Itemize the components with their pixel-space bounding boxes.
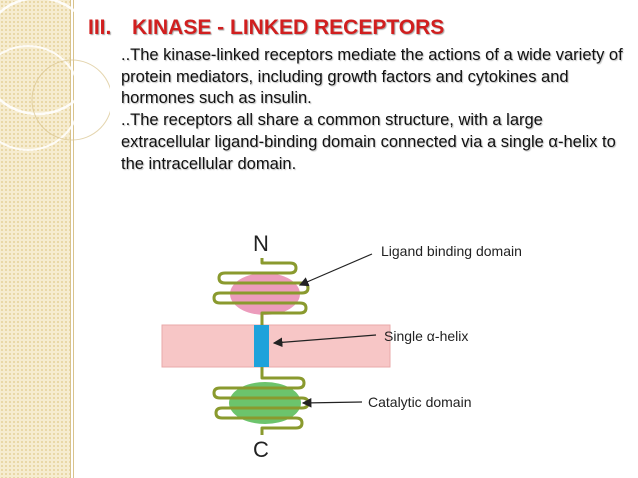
title-text: KINASE - LINKED RECEPTORS [132,16,445,39]
receptor-diagram: N C Ligand binding domain Single α-helix… [150,228,620,473]
catalytic-domain [229,382,301,424]
catalytic-label: Catalytic domain [368,394,472,410]
title-number: III. [88,16,112,39]
alpha-helix [254,325,269,367]
decorative-circles [0,0,110,151]
helix-label: Single α-helix [384,328,469,344]
ligand-arrow [298,253,373,287]
slide-body: ..The kinase-linked receptors mediate th… [121,45,631,175]
divider-line [70,0,71,478]
helix-arrow [272,334,377,348]
receptor-drawing [161,253,391,435]
n-terminus-label: N [253,231,269,256]
cell-membrane [161,324,391,368]
paragraph-2: ..The receptors all share a common struc… [121,111,616,173]
extracellular-chain [212,258,310,325]
c-terminus-label: C [253,437,269,462]
catalytic-arrow [301,398,363,408]
paragraph-1: ..The kinase-linked receptors mediate th… [121,46,623,108]
ligand-binding-label: Ligand binding domain [381,243,522,259]
decorative-side-band [0,0,70,478]
slide-title: III. KINASE - LINKED RECEPTORS [88,16,444,40]
divider-line [73,0,74,478]
